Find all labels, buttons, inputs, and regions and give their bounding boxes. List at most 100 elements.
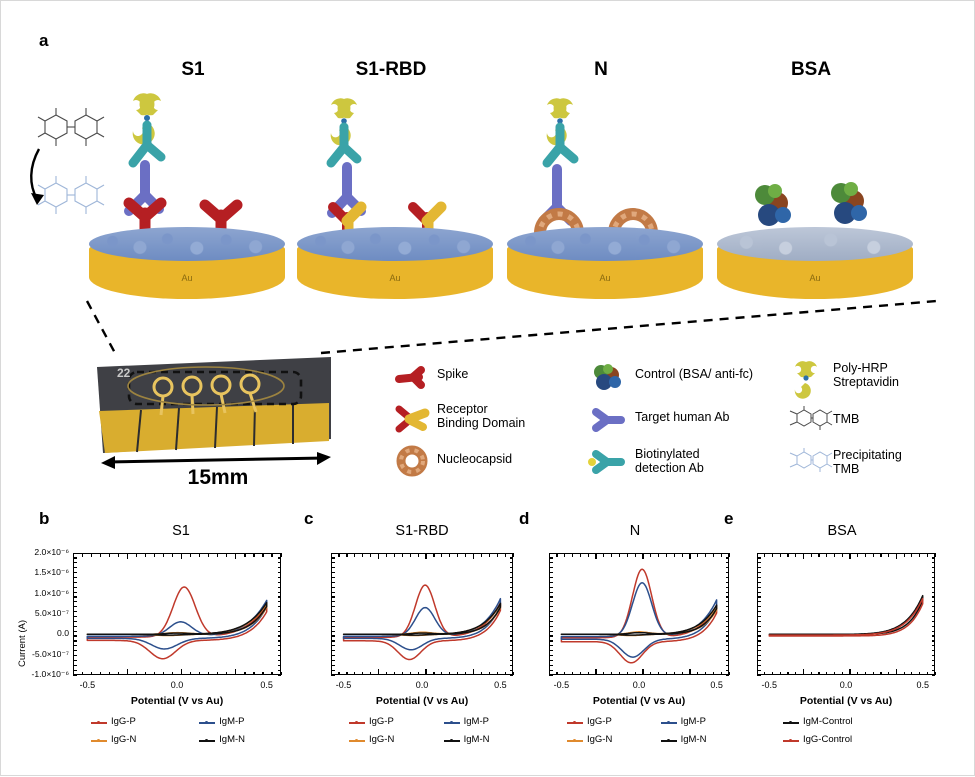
y-tickmark-right-c-4 <box>509 572 513 574</box>
x-tickmark-e-19 <box>903 671 905 675</box>
y-tickmark-c-10 <box>331 601 335 603</box>
y-tickmark-right-c-12 <box>509 611 513 613</box>
chart-legend-marker-c-0 <box>355 721 358 724</box>
x-tickmark-c-23 <box>512 671 514 675</box>
poly-hrp-streptavidin-icon <box>791 361 827 399</box>
y-tickmark-c-23 <box>331 664 335 666</box>
y-tickmark-d-6 <box>549 581 553 583</box>
x-tickmark-top-b-18 <box>235 553 237 559</box>
x-tickmark-d-3 <box>571 671 574 675</box>
panel-letter-b: b <box>39 509 50 528</box>
y-tick-label-b-0: 2.0×10⁻⁶ <box>34 547 69 557</box>
x-tickmark-top-c-7 <box>385 553 388 557</box>
x-tickmark-c-9 <box>401 671 403 675</box>
x-tickmark-c-1 <box>338 671 340 675</box>
y-tickmark-e-23 <box>757 664 761 666</box>
schematic-column-title-n: N <box>594 59 608 80</box>
y-tickmark-c-12 <box>331 611 335 613</box>
x-tick-label-b-2: 0.5 <box>260 680 273 690</box>
x-tickmark-top-e-20 <box>911 553 913 557</box>
x-tickmark-b-20 <box>253 671 255 675</box>
y-tickmark-right-d-9 <box>725 596 729 598</box>
plot-area-d <box>549 553 729 675</box>
figure-legend: Spike Receptor Binding Domain Nucleocaps… <box>393 359 953 489</box>
y-tickmark-b-17 <box>73 635 77 637</box>
y-tickmark-d-15 <box>549 625 553 627</box>
x-tickmark-b-18 <box>235 669 237 675</box>
x-tickmark-top-b-23 <box>280 553 282 557</box>
y-tickmark-d-17 <box>549 635 553 637</box>
y-tick-label-b-1: 1.5×10⁻⁶ <box>34 567 69 578</box>
x-tickmark-e-7 <box>810 671 812 675</box>
x-tickmark-top-b-21 <box>262 553 264 557</box>
x-tickmark-b-7 <box>135 671 137 675</box>
y-tickmark-d-5 <box>549 576 553 579</box>
y-tickmark-e-21 <box>757 654 761 657</box>
y-tickmark-b-19 <box>73 645 77 647</box>
y-tick-label-b-3: 5.0×10⁻⁷ <box>34 608 69 618</box>
y-tickmark-right-c-15 <box>509 625 513 627</box>
y-tickmark-e-11 <box>757 606 761 608</box>
y-tickmark-d-19 <box>549 645 553 647</box>
x-tickmark-top-d-15 <box>665 553 668 557</box>
y-tickmark-d-22 <box>549 659 553 662</box>
x-tickmark-top-e-17 <box>888 553 890 557</box>
x-tickmark-d-19 <box>697 671 699 675</box>
y-tickmark-c-13 <box>331 615 335 618</box>
x-tickmark-d-14 <box>658 671 660 675</box>
x-tickmark-top-c-5 <box>370 553 372 557</box>
cv-series-b-3 <box>86 601 268 636</box>
x-tickmark-top-e-19 <box>903 553 905 557</box>
y-tickmark-right-d-2 <box>725 562 729 564</box>
gold-substrate-n: Au <box>507 219 703 321</box>
target-human-ab-icon <box>591 407 627 433</box>
x-tickmark-c-11 <box>417 671 419 675</box>
x-tick-label-d-0: -0.5 <box>553 680 570 690</box>
y-tickmark-right-e-7 <box>931 586 935 588</box>
y-tickmark-c-4 <box>331 572 335 574</box>
x-tickmark-top-e-14 <box>864 553 867 557</box>
x-tickmark-top-b-17 <box>226 553 228 557</box>
x-tickmark-e-5 <box>795 671 797 675</box>
x-tickmark-c-12 <box>425 669 427 675</box>
x-tickmark-e-4 <box>787 671 789 675</box>
y-tickmark-right-e-10 <box>931 601 935 603</box>
x-tickmark-top-c-19 <box>480 553 483 557</box>
plot-area-e <box>757 553 935 675</box>
y-tickmark-right-d-14 <box>725 620 729 622</box>
y-tickmark-c-9 <box>331 596 335 598</box>
y-tickmark-e-2 <box>757 562 761 564</box>
panel-letter-e: e <box>724 509 734 528</box>
y-tickmark-d-3 <box>549 567 553 569</box>
cv-series-b-0 <box>86 586 268 660</box>
y-tickmark-c-6 <box>331 581 335 583</box>
y-tickmark-right-d-3 <box>725 567 729 569</box>
zoom-leader-lines <box>85 299 938 355</box>
x-tick-label-c-2: 0.5 <box>494 680 507 690</box>
x-tickmark-e-9 <box>826 671 828 675</box>
y-tickmark-b-25 <box>73 674 77 676</box>
x-tickmark-e-8 <box>818 671 820 675</box>
cv-series-b-2 <box>86 603 268 637</box>
y-tick-label-b-2: 1.0×10⁻⁶ <box>34 587 69 598</box>
x-tickmark-top-d-16 <box>673 553 675 557</box>
x-tickmark-top-d-9 <box>618 553 621 557</box>
x-tickmark-e-2 <box>771 671 774 675</box>
y-tickmark-c-20 <box>331 650 335 652</box>
x-tickmark-top-e-4 <box>787 553 789 557</box>
x-tickmark-d-17 <box>681 671 683 675</box>
y-tickmark-right-e-4 <box>931 572 935 574</box>
x-tickmark-top-b-19 <box>244 553 246 557</box>
x-tickmark-b-9 <box>153 671 156 675</box>
y-tickmark-b-5 <box>73 576 77 579</box>
y-tickmark-e-20 <box>757 650 761 652</box>
y-tickmark-right-e-13 <box>931 615 935 618</box>
y-tickmark-right-e-16 <box>931 630 935 632</box>
x-tickmark-top-e-11 <box>841 553 843 557</box>
x-tickmark-top-d-17 <box>681 553 683 557</box>
x-tickmark-b-12 <box>181 669 183 675</box>
y-tickmark-e-25 <box>757 674 761 676</box>
x-tickmark-c-22 <box>504 671 506 675</box>
x-tickmark-d-22 <box>720 671 722 675</box>
y-tickmark-right-d-15 <box>725 625 729 627</box>
